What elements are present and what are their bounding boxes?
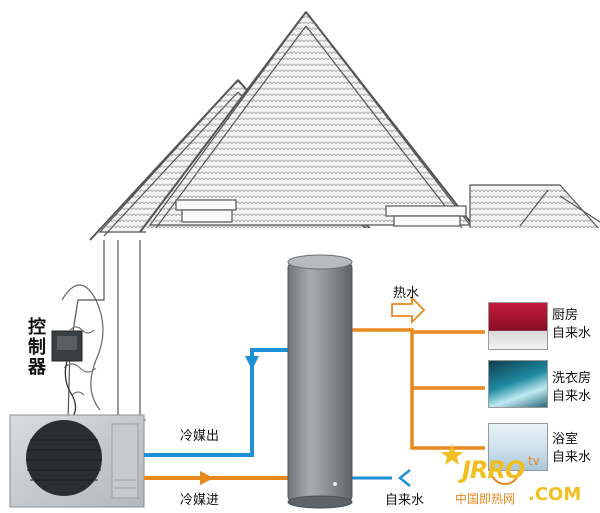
refrigerant-out-label: 冷媒出	[180, 429, 220, 444]
watermark-tv: tv	[528, 454, 540, 468]
tap-water-inlet-pipe	[352, 469, 411, 487]
kitchen-photo	[488, 302, 548, 350]
refrigerant-in-label: 冷媒进	[180, 493, 220, 508]
tap-water-in-label: 自来水	[385, 493, 425, 508]
outdoor-unit	[9, 414, 145, 508]
bathroom-photo	[488, 423, 548, 471]
controller-box	[51, 330, 83, 421]
hot-water-pipe	[352, 295, 485, 450]
kitchen-label-line1: 厨房	[552, 308, 579, 323]
bathroom-label-line1: 浴室	[552, 432, 579, 447]
laundry-label-line2: 自来水	[552, 389, 592, 404]
laundry-label-line1: 洗衣房	[552, 371, 592, 386]
watermark-dot-com: .COM	[528, 484, 582, 505]
refrigerant-out-pipe	[144, 348, 290, 457]
watermark-brand: JRRO	[462, 456, 525, 484]
refrigerant-in-pipe	[144, 471, 290, 485]
controller-label: 控制器	[28, 317, 46, 378]
kitchen-label-line2: 自来水	[552, 326, 592, 341]
hot-water-label: 热水	[393, 286, 420, 301]
watermark-site-name: 中国即热网	[455, 492, 516, 506]
house-sketch	[60, 11, 600, 421]
bathroom-label-line2: 自来水	[552, 450, 592, 465]
water-tank	[287, 254, 353, 509]
laundry-photo	[488, 360, 548, 408]
